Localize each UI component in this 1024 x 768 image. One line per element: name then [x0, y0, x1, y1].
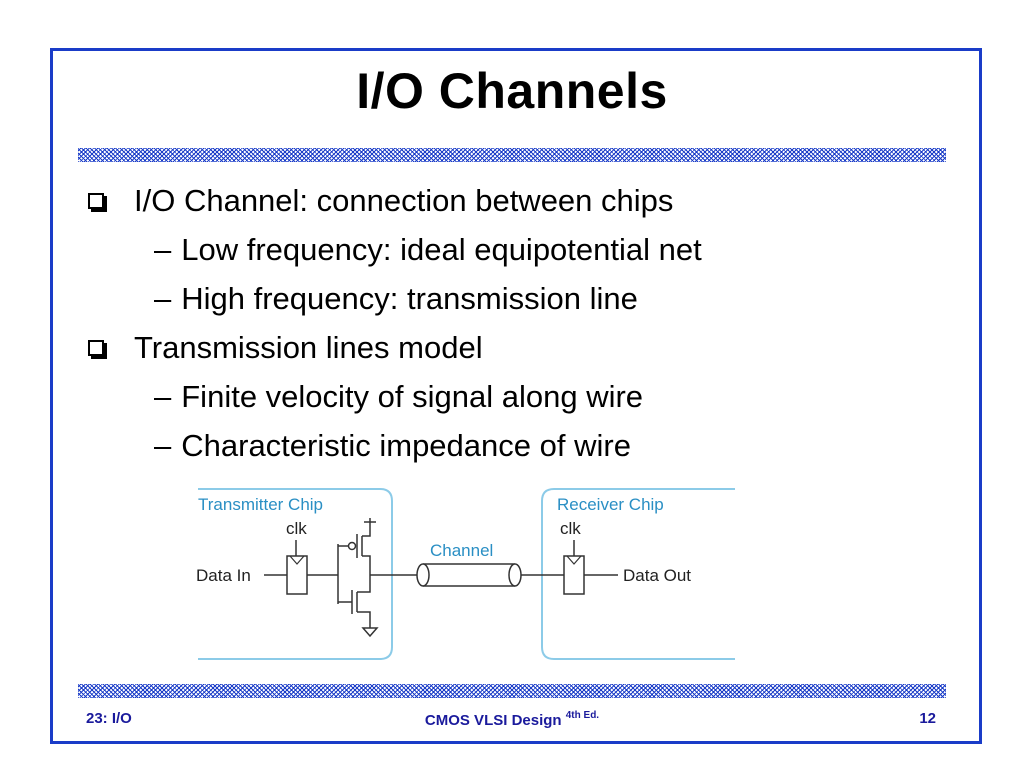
footer-course: CMOS VLSI Design 4th Ed. [0, 710, 1024, 729]
sub-bullet-text: Characteristic impedance of wire [181, 427, 631, 463]
sub-bullet-item: – High frequency: transmission line [84, 274, 944, 323]
pmos-channel [361, 522, 371, 575]
footer-chapter: 23: I/O [86, 710, 132, 727]
slide-frame [50, 48, 982, 744]
sub-bullet-text: High frequency: transmission line [181, 280, 638, 316]
sub-bullet-item: – Low frequency: ideal equipotential net [84, 225, 944, 274]
footer-page-number: 12 [919, 710, 936, 727]
nmos-channel [356, 575, 371, 628]
bullet-item: I/O Channel: connection between chips [84, 176, 944, 225]
rx-clk-label: clk [560, 519, 581, 538]
tx-clock-triangle-icon [289, 555, 305, 565]
checkbox-bullet-icon [88, 339, 107, 359]
receiver-chip-outline [541, 488, 735, 660]
sub-bullet-text: Low frequency: ideal equipotential net [181, 231, 702, 267]
rx-clock-triangle-icon [566, 555, 582, 565]
checkbox-bullet-icon [88, 192, 107, 212]
rx-flipflop [563, 555, 585, 595]
bullet-list: I/O Channel: connection between chips – … [84, 176, 944, 470]
dash-bullet: – [154, 378, 172, 414]
dash-bullet: – [154, 280, 172, 316]
receiver-chip-label: Receiver Chip [557, 495, 664, 514]
tx-clk-label: clk [286, 519, 307, 538]
bullet-text: I/O Channel: connection between chips [134, 182, 674, 218]
bullet-text: Transmission lines model [134, 329, 483, 365]
slide-title: I/O Channels [356, 63, 668, 119]
sub-bullet-item: – Characteristic impedance of wire [84, 421, 944, 470]
ground-icon [361, 627, 379, 638]
top-hatch-divider [78, 148, 946, 162]
io-channel-diagram: Transmitter Chip Receiver Chip clk Data … [196, 488, 735, 660]
footer-edition: 4th Ed. [565, 710, 600, 721]
transmitter-chip-label: Transmitter Chip [198, 495, 323, 514]
bullet-item: Transmission lines model [84, 323, 944, 372]
footer-course-title: CMOS VLSI Design [424, 712, 562, 729]
channel-left-end [416, 563, 430, 587]
dash-bullet: – [154, 427, 172, 463]
sub-bullet-text: Finite velocity of signal along wire [181, 378, 644, 414]
bottom-hatch-divider [78, 684, 946, 698]
dash-bullet: – [154, 231, 172, 267]
channel-right-end [508, 563, 522, 587]
tx-flipflop [286, 555, 308, 595]
pmos-bubble-icon [347, 541, 357, 551]
transmitter-chip-outline [198, 488, 393, 660]
data-out-label: Data Out [623, 566, 691, 585]
vdd-icon [364, 518, 376, 523]
sub-bullet-item: – Finite velocity of signal along wire [84, 372, 944, 421]
data-in-label: Data In [196, 566, 251, 585]
channel-label: Channel [430, 541, 493, 560]
